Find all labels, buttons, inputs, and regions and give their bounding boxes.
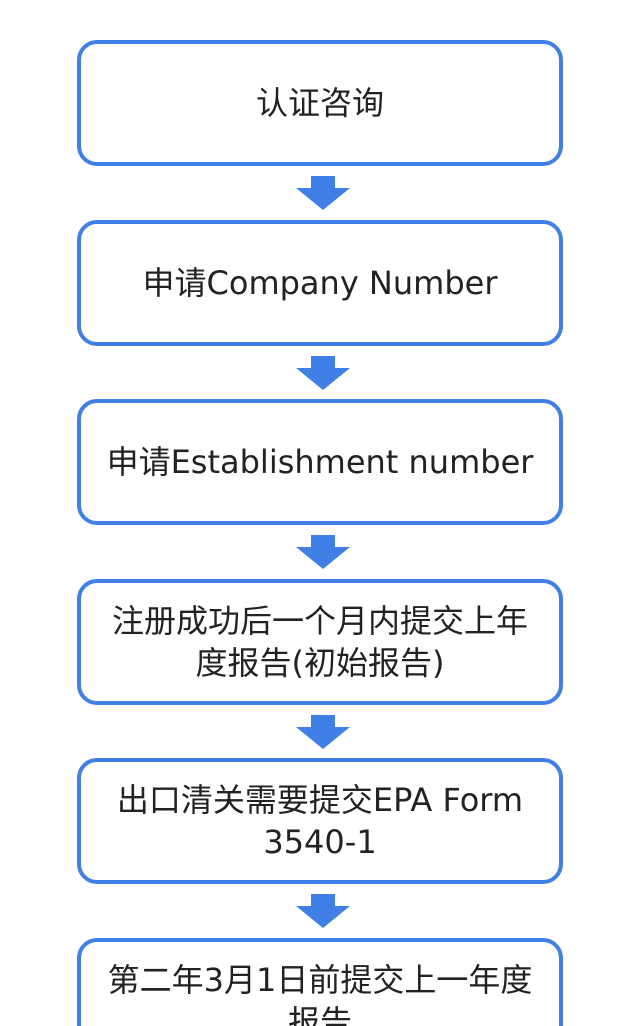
arrow-down-icon: [296, 356, 350, 390]
step-label-1: 认证咨询: [255, 84, 384, 122]
step-label-3: 申请Establishment number: [106, 443, 534, 481]
step-label-6: 第二年3月1日前提交上一年度报告: [107, 961, 533, 1026]
arrow-down-icon: [296, 715, 350, 749]
step-box-1: 认证咨询: [77, 40, 563, 166]
arrow-down-icon: [296, 176, 350, 210]
step-label-4: 注册成功后一个月内提交上年度报告(初始报告): [111, 602, 528, 682]
step-box-2: 申请Company Number: [77, 220, 563, 346]
step-box-6: 第二年3月1日前提交上一年度报告: [77, 938, 563, 1026]
step-box-4: 注册成功后一个月内提交上年度报告(初始报告): [77, 579, 563, 705]
step-label-5: 出口清关需要提交EPA Form 3540-1: [116, 781, 524, 861]
arrow-down-icon: [296, 894, 350, 928]
arrow-down-icon: [296, 535, 350, 569]
step-box-3: 申请Establishment number: [77, 399, 563, 525]
step-box-5: 出口清关需要提交EPA Form 3540-1: [77, 758, 563, 884]
step-label-2: 申请Company Number: [142, 264, 498, 302]
